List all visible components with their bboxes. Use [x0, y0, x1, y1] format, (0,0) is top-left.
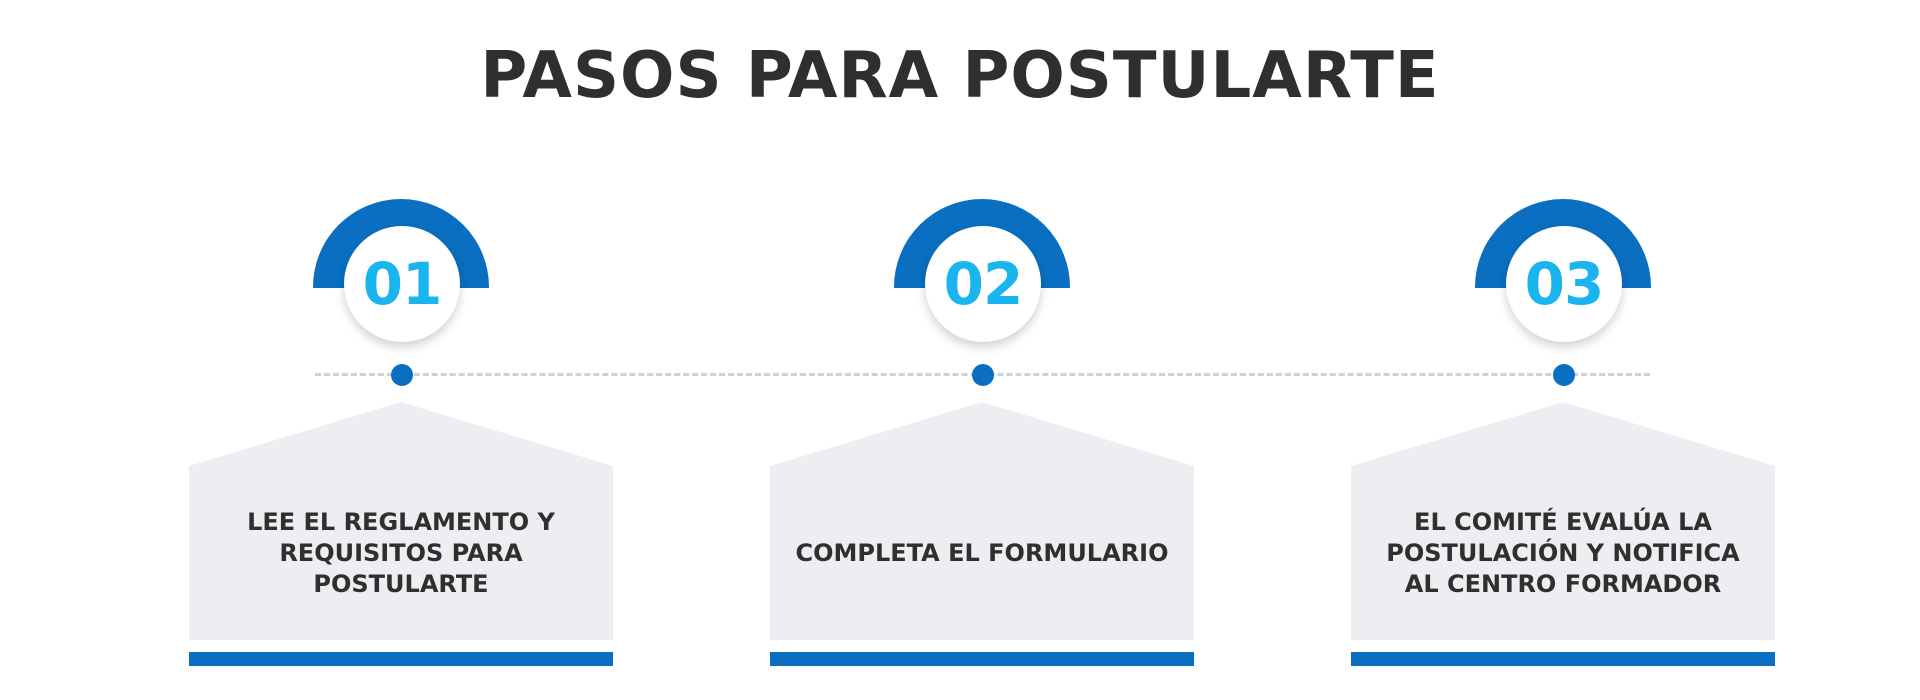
step-card: EL COMITÉ EVALÚA LA POSTULACIÓN Y NOTIFI… [1351, 402, 1775, 666]
step-3: 03 EL COMITÉ EVALÚA LA POSTULACIÓN Y NOT… [1351, 0, 1775, 700]
step-description: LEE EL REGLAMENTO Y REQUISITOS PARA POST… [247, 507, 555, 598]
step-number-badge: 02 [925, 226, 1041, 342]
step-card: LEE EL REGLAMENTO Y REQUISITOS PARA POST… [189, 402, 613, 666]
step-1: 01 LEE EL REGLAMENTO Y REQUISITOS PARA P… [189, 0, 613, 700]
step-card-underline [189, 652, 613, 666]
step-number: 03 [1524, 250, 1605, 318]
step-card-underline [1351, 652, 1775, 666]
step-description: COMPLETA EL FORMULARIO [795, 538, 1169, 567]
step-card-underline [770, 652, 1194, 666]
step-number: 01 [362, 250, 443, 318]
step-number-badge: 03 [1506, 226, 1622, 342]
step-number-badge: 01 [344, 226, 460, 342]
step-description: EL COMITÉ EVALÚA LA POSTULACIÓN Y NOTIFI… [1386, 507, 1740, 598]
page-title: PASOS PARA POSTULARTE [480, 39, 1440, 113]
step-card-shape [1351, 402, 1775, 640]
timeline-dot [1553, 364, 1575, 386]
timeline-dot [972, 364, 994, 386]
timeline-dot [391, 364, 413, 386]
step-card: COMPLETA EL FORMULARIO [770, 402, 1194, 666]
step-number: 02 [943, 250, 1024, 318]
step-card-shape [770, 402, 1194, 640]
step-2: 02 COMPLETA EL FORMULARIO [770, 0, 1194, 700]
step-card-shape [189, 402, 613, 640]
